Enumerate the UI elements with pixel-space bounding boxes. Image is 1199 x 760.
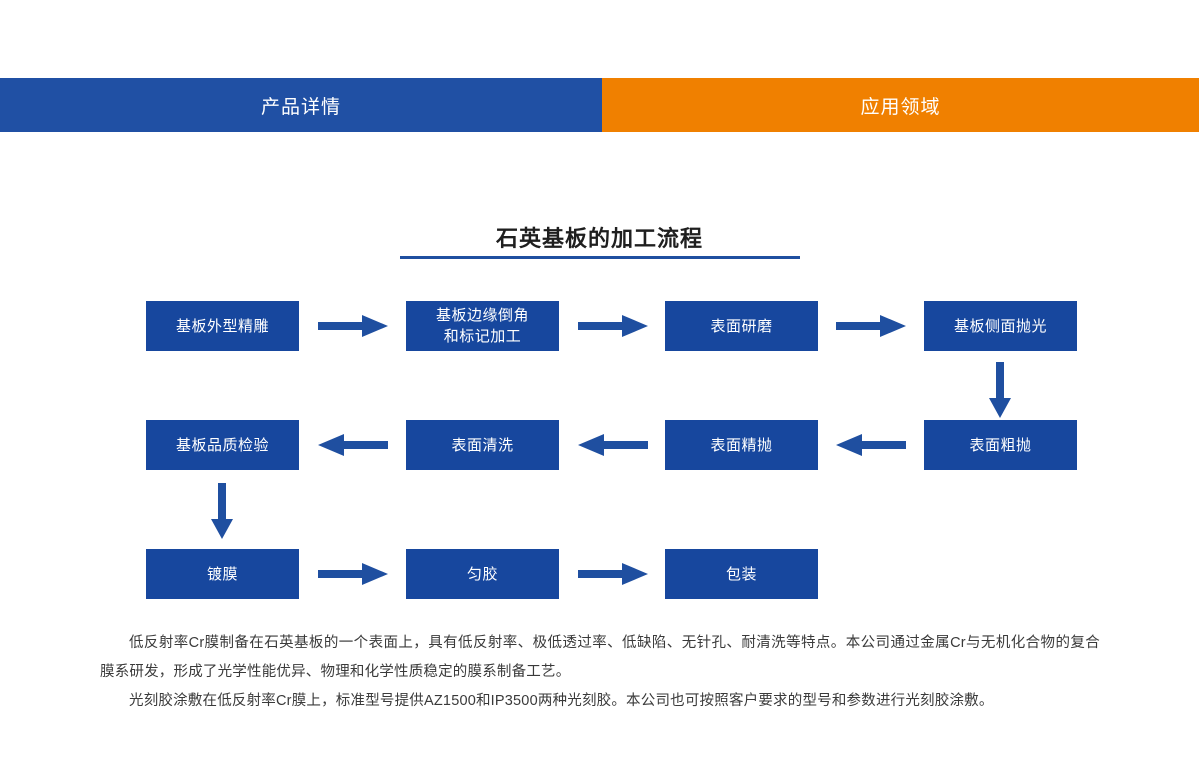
arrow-right-icon: [578, 314, 648, 338]
description-paragraph-2: 光刻胶涂敷在低反射率Cr膜上，标准型号提供AZ1500和IP3500两种光刻胶。…: [129, 693, 994, 709]
tab-application-fields-label: 应用领域: [860, 96, 941, 118]
flow-node-rough-polishing[interactable]: 表面粗抛: [924, 420, 1077, 470]
arrow-right-icon: [318, 314, 388, 338]
tab-product-details[interactable]: 产品详情: [0, 78, 602, 132]
flow-node-packaging[interactable]: 包装: [665, 549, 818, 599]
arrow-left-icon: [578, 433, 648, 457]
flow-node-fine-polishing[interactable]: 表面精抛: [665, 420, 818, 470]
description-section: 低反射率Cr膜制备在石英基板的一个表面上，具有低反射率、极低透过率、低缺陷、无针…: [100, 629, 1100, 716]
flow-node-chamfer-line1: 基板边缘倒角: [435, 307, 529, 324]
flow-node-surface-grinding[interactable]: 表面研磨: [665, 301, 818, 351]
flow-node-carve[interactable]: 基板外型精雕: [146, 301, 299, 351]
description-paragraph-1: 低反射率Cr膜制备在石英基板的一个表面上，具有低反射率、极低透过率、低缺陷、无针…: [100, 635, 1100, 680]
flow-node-resist-spin-label: 匀胶: [466, 565, 498, 583]
flow-node-resist-spin[interactable]: 匀胶: [406, 549, 559, 599]
tab-application-fields[interactable]: 应用领域: [602, 78, 1199, 132]
flow-node-coating-label: 镀膜: [206, 565, 238, 583]
arrow-left-icon: [836, 433, 906, 457]
flow-node-fine-polishing-label: 表面精抛: [710, 436, 773, 454]
title-underline-divider: [400, 256, 800, 259]
arrow-right-icon: [836, 314, 906, 338]
tab-product-details-label: 产品详情: [260, 96, 341, 118]
arrow-down-icon: [988, 362, 1012, 418]
flow-node-chamfer[interactable]: 基板边缘倒角 和标记加工: [406, 301, 559, 351]
arrow-down-icon: [210, 483, 234, 539]
flow-node-quality-inspection-label: 基板品质检验: [175, 436, 269, 454]
tab-bar: 产品详情 应用领域: [0, 78, 1199, 132]
flow-node-side-polishing[interactable]: 基板侧面抛光: [924, 301, 1077, 351]
flow-node-chamfer-line2: 和标记加工: [443, 328, 522, 345]
flow-node-side-polishing-label: 基板侧面抛光: [953, 317, 1047, 335]
flow-node-surface-cleaning-label: 表面清洗: [451, 436, 514, 454]
arrow-right-icon: [578, 562, 648, 586]
page-title: 石英基板的加工流程: [495, 226, 703, 251]
flow-node-quality-inspection[interactable]: 基板品质检验: [146, 420, 299, 470]
flow-node-rough-polishing-label: 表面粗抛: [969, 436, 1032, 454]
flow-node-surface-cleaning[interactable]: 表面清洗: [406, 420, 559, 470]
flow-node-chamfer-label: 基板边缘倒角 和标记加工: [436, 305, 529, 347]
arrow-left-icon: [318, 433, 388, 457]
flow-node-carve-label: 基板外型精雕: [175, 317, 269, 335]
flow-node-surface-grinding-label: 表面研磨: [710, 317, 773, 335]
arrow-right-icon: [318, 562, 388, 586]
flow-node-packaging-label: 包装: [725, 565, 757, 583]
flow-node-coating[interactable]: 镀膜: [146, 549, 299, 599]
